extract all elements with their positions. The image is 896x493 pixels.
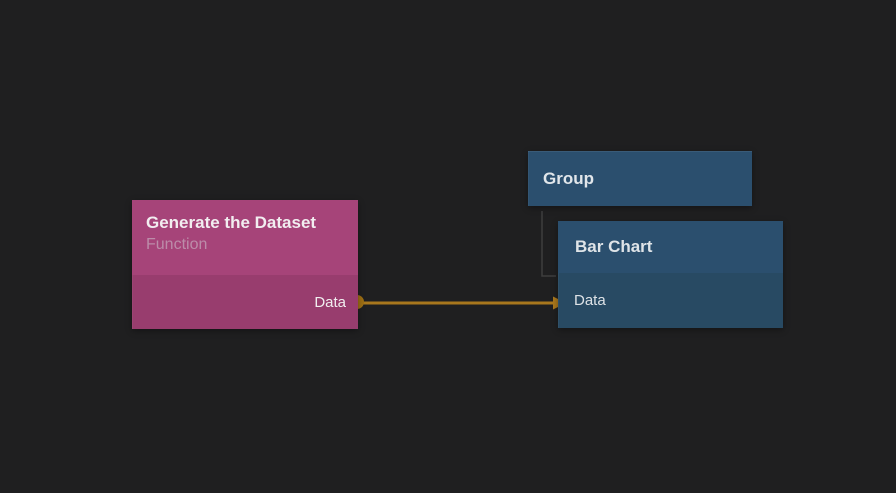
node-generate-dataset-header[interactable]: Generate the Dataset Function: [132, 200, 358, 275]
input-port-label: Data: [574, 292, 606, 309]
node-bar-chart[interactable]: Bar Chart Data: [558, 221, 783, 328]
node-title: Generate the Dataset: [146, 213, 317, 232]
node-title: Group: [543, 168, 594, 188]
node-subtitle: Function: [146, 236, 208, 253]
output-port-label: Data: [314, 293, 346, 311]
node-bar-chart-body: Data: [558, 273, 783, 328]
node-generate-dataset[interactable]: Generate the Dataset Function Data: [132, 200, 358, 329]
node-title: Bar Chart: [575, 237, 653, 256]
group-link-line: [541, 211, 556, 277]
node-group[interactable]: Group: [528, 151, 752, 206]
node-bar-chart-header[interactable]: Bar Chart: [558, 221, 783, 273]
node-generate-dataset-body: Data: [132, 275, 358, 329]
